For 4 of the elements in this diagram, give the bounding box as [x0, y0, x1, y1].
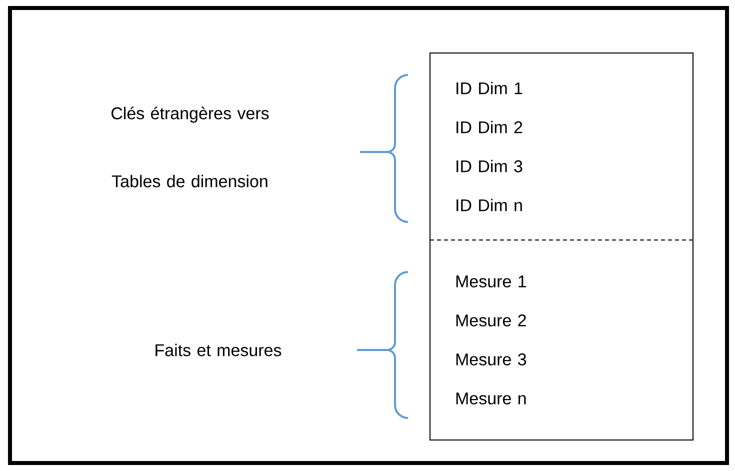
table-section: ID Dim 1 ID Dim 2 ID Dim 3 ID Dim n — [430, 52, 694, 240]
side-label: Faits et mesures — [156, 344, 282, 356]
table-section: Mesure 1 Mesure 2 Mesure 3 Mesure n — [430, 240, 694, 440]
side-label: Clés étrangères vers Tables de dimension — [112, 106, 269, 188]
